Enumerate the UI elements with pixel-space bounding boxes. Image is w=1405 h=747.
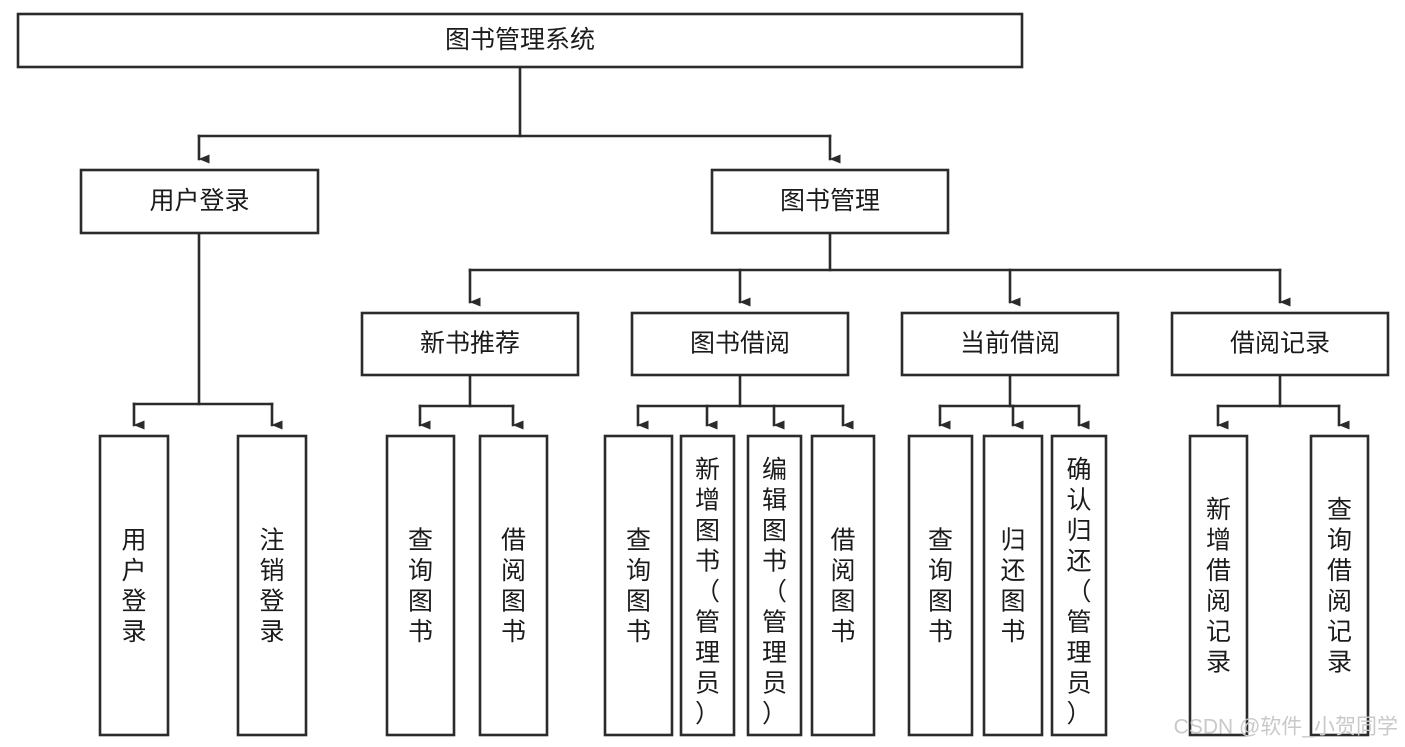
- node-box[interactable]: [98, 434, 170, 737]
- node-label: 用户登录: [121, 526, 146, 646]
- node-label: 归还图书: [1000, 526, 1025, 646]
- node-label: 借阅图书: [501, 526, 526, 646]
- node-label: 查询图书: [626, 526, 651, 646]
- node-leaf-query-book-2[interactable]: 查询图书: [603, 434, 674, 737]
- node-box[interactable]: [603, 434, 674, 737]
- connector-user-login-to-leaves: [132, 231, 283, 430]
- node-label: 用户登录: [149, 187, 249, 215]
- connector-book-management-to-level3: [468, 231, 1291, 307]
- connector-new-book-recommend-to-leaves: [418, 373, 524, 430]
- node-label: 图书管理系统: [445, 26, 595, 54]
- node-leaf-borrow-book-1[interactable]: 借阅图书: [478, 434, 549, 737]
- node-label: 确认归还（管理员）: [1066, 456, 1091, 728]
- connector-root-to-level2: [197, 65, 841, 164]
- node-label: 查询借阅记录: [1327, 496, 1352, 677]
- node-leaf-query-borrow-record[interactable]: 查询借阅记录: [1309, 434, 1370, 737]
- node-box[interactable]: [1188, 434, 1249, 737]
- node-box[interactable]: [746, 434, 803, 737]
- node-leaf-add-borrow-record[interactable]: 新增借阅记录: [1188, 434, 1249, 737]
- node-label: 注销登录: [259, 526, 284, 646]
- connector-borrow-record-to-leaves: [1216, 373, 1350, 430]
- node-box[interactable]: [385, 434, 456, 737]
- node-box[interactable]: [630, 311, 850, 377]
- node-box[interactable]: [810, 434, 876, 737]
- node-leaf-return-book[interactable]: 归还图书: [982, 434, 1044, 737]
- node-box[interactable]: [679, 434, 736, 737]
- node-leaf-borrow-book-2[interactable]: 借阅图书: [810, 434, 876, 737]
- node-box[interactable]: [1309, 434, 1370, 737]
- node-root[interactable]: 图书管理系统: [16, 12, 1024, 69]
- nodes-layer: 图书管理系统用户登录图书管理新书推荐图书借阅当前借阅借阅记录用户登录注销登录查询…: [16, 12, 1390, 737]
- node-leaf-edit-book[interactable]: 编辑图书（管理员）: [746, 434, 803, 737]
- node-label: 图书管理: [780, 187, 880, 215]
- node-box[interactable]: [79, 168, 320, 235]
- node-box[interactable]: [907, 434, 974, 737]
- node-label: 编辑图书（管理员）: [762, 456, 787, 728]
- node-box[interactable]: [1050, 434, 1108, 737]
- node-current-borrow[interactable]: 当前借阅: [900, 311, 1120, 377]
- node-book-borrow[interactable]: 图书借阅: [630, 311, 850, 377]
- node-label: 新增借阅记录: [1206, 496, 1231, 677]
- node-box[interactable]: [710, 168, 950, 235]
- node-box[interactable]: [982, 434, 1044, 737]
- node-label: 借阅记录: [1230, 330, 1330, 358]
- csdn-watermark: CSDN @软件_小贺同学: [1174, 716, 1398, 739]
- node-label: 查询图书: [928, 526, 953, 646]
- node-leaf-add-book[interactable]: 新增图书（管理员）: [679, 434, 736, 737]
- node-box[interactable]: [900, 311, 1120, 377]
- node-leaf-query-book-3[interactable]: 查询图书: [907, 434, 974, 737]
- node-label: 新书推荐: [420, 330, 520, 358]
- node-leaf-query-book-1[interactable]: 查询图书: [385, 434, 456, 737]
- node-user-login[interactable]: 用户登录: [79, 168, 320, 235]
- node-new-book-recommend[interactable]: 新书推荐: [360, 311, 580, 377]
- node-leaf-confirm-return[interactable]: 确认归还（管理员）: [1050, 434, 1108, 737]
- node-box[interactable]: [16, 12, 1024, 69]
- node-label: 借阅图书: [830, 526, 855, 646]
- node-leaf-logout[interactable]: 注销登录: [236, 434, 308, 737]
- node-label: 当前借阅: [960, 330, 1060, 358]
- node-box[interactable]: [236, 434, 308, 737]
- node-label: 新增图书（管理员）: [695, 456, 720, 728]
- node-box[interactable]: [360, 311, 580, 377]
- node-label: 图书借阅: [690, 330, 790, 358]
- connector-current-borrow-to-leaves: [938, 373, 1090, 430]
- connectors-layer: [132, 65, 1350, 430]
- node-box[interactable]: [478, 434, 549, 737]
- connector-book-borrow-to-leaves: [636, 373, 854, 430]
- node-leaf-user-login[interactable]: 用户登录: [98, 434, 170, 737]
- node-box[interactable]: [1170, 311, 1390, 377]
- node-borrow-record[interactable]: 借阅记录: [1170, 311, 1390, 377]
- node-label: 查询图书: [408, 526, 433, 646]
- node-book-management[interactable]: 图书管理: [710, 168, 950, 235]
